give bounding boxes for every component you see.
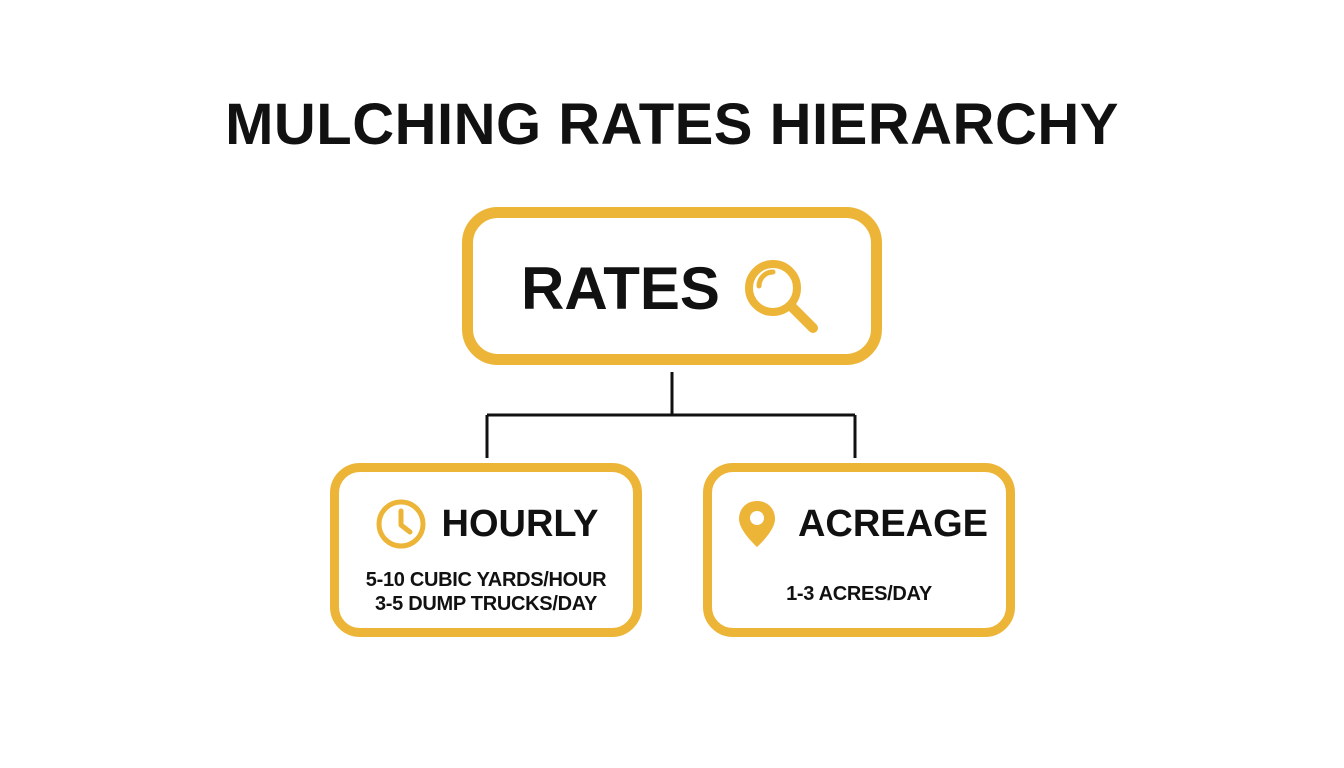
clock-icon — [376, 499, 426, 549]
hourly-details: 5-10 CUBIC YARDS/HOUR 3-5 DUMP TRUCKS/DA… — [339, 568, 633, 616]
location-pin-icon — [738, 501, 775, 547]
hourly-label: HOURLY — [441, 503, 599, 545]
magnifying-glass-icon — [745, 260, 818, 333]
child-node-acreage: ACREAGE 1-3 ACRES/DAY — [703, 463, 1015, 637]
acreage-label: ACREAGE — [797, 503, 989, 545]
acreage-detail-line: 1-3 ACRES/DAY — [786, 583, 932, 605]
root-node-rates: RATES — [462, 207, 882, 365]
diagram-title: MULCHING RATES HIERARCHY — [225, 92, 1119, 157]
acreage-details: 1-3 ACRES/DAY — [712, 582, 1006, 606]
hourly-detail-line: 3-5 DUMP TRUCKS/DAY — [374, 593, 598, 615]
hourly-header: HOURLY — [339, 496, 633, 552]
acreage-header: ACREAGE — [712, 496, 1006, 552]
child-node-hourly: HOURLY 5-10 CUBIC YARDS/HOUR 3-5 DUMP TR… — [330, 463, 642, 637]
root-node-label: RATES — [521, 255, 720, 322]
hourly-detail-line: 5-10 CUBIC YARDS/HOUR — [365, 569, 607, 591]
